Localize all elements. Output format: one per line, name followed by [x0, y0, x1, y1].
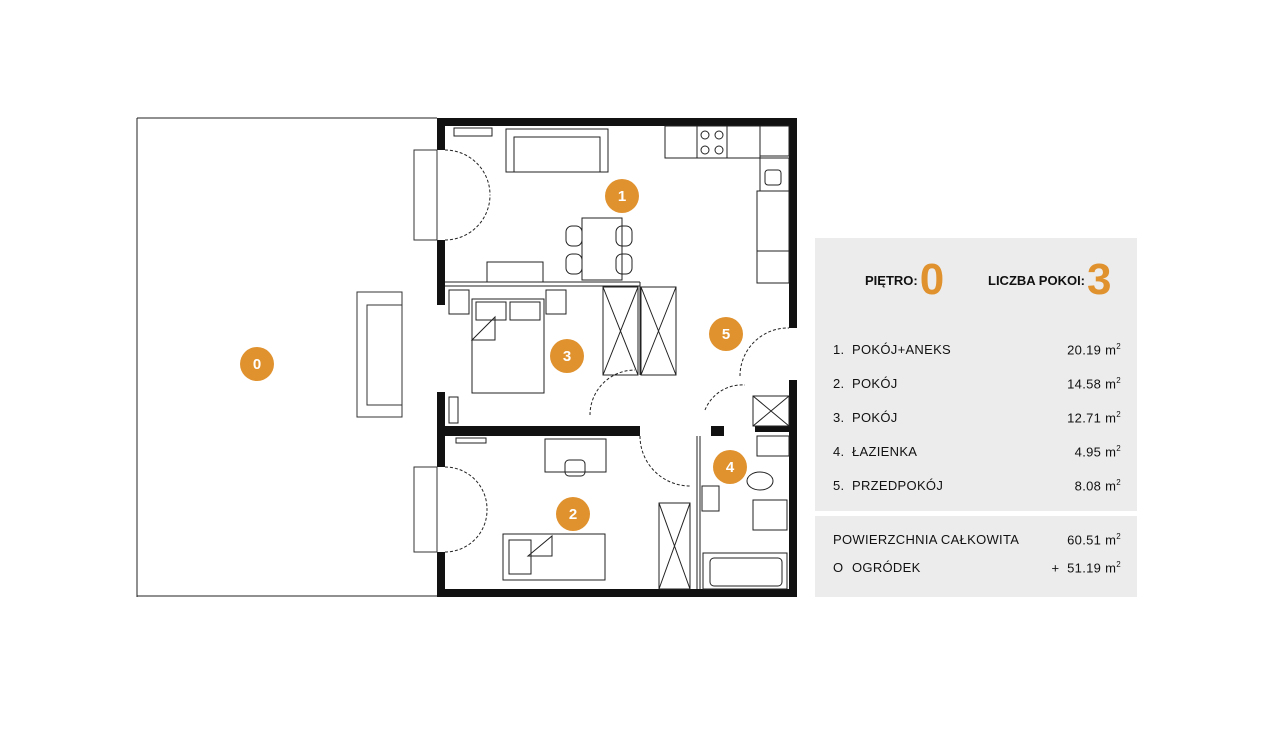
room-marker-2: 2 [556, 497, 590, 531]
room-marker-5: 5 [709, 317, 743, 351]
floor-info: PIĘTRO: 0 [865, 255, 945, 304]
room-marker-1: 1 [605, 179, 639, 213]
room-area: 8.08 m2 [1074, 478, 1121, 494]
room-area: 12.71 m2 [1067, 410, 1121, 426]
garden-outline [136, 117, 437, 597]
svg-text:1: 1 [618, 188, 626, 205]
door-swings [444, 149, 790, 553]
svg-text:3: 3 [563, 348, 571, 365]
svg-text:2: 2 [569, 506, 577, 523]
summary-panel: PIĘTRO: 0 LICZBA POKOI: 3 1.POKÓJ+ANEKS 2… [815, 238, 1137, 511]
room-name: 3.POKÓJ [833, 410, 898, 425]
room-marker-0: 0 [240, 347, 274, 381]
room-area: 20.19 m2 [1067, 342, 1121, 358]
room-area: 4.95 m2 [1074, 444, 1121, 460]
interior-walls [445, 281, 701, 589]
svg-text:4: 4 [726, 459, 735, 476]
window-grids [356, 149, 438, 553]
rooms-count-value: 3 [1087, 255, 1112, 304]
room-row: 4.ŁAZIENKA 4.95 m2 [833, 444, 1121, 459]
room-marker-4: 4 [713, 450, 747, 484]
room-name: 5.PRZEDPOKÓJ [833, 478, 944, 493]
room-row: 5.PRZEDPOKÓJ 8.08 m2 [833, 478, 1121, 493]
total-row: POWIERZCHNIA CAŁKOWITA 60.51 m2 [833, 532, 1121, 547]
svg-text:0: 0 [253, 356, 261, 373]
room-row: 1.POKÓJ+ANEKS 20.19 m2 [833, 342, 1121, 357]
room-name: 1.POKÓJ+ANEKS [833, 342, 952, 357]
floor-value: 0 [919, 255, 945, 304]
total-area: 60.51 m2 [1067, 532, 1121, 548]
floor-label: PIĘTRO: [865, 272, 918, 288]
garden-area: + 51.19 m2 [1051, 560, 1121, 576]
room-row: 3.POKÓJ 12.71 m2 [833, 410, 1121, 425]
furniture [448, 125, 790, 590]
room-marker-3: 3 [550, 339, 584, 373]
room-name: 4.ŁAZIENKA [833, 444, 918, 459]
room-area: 14.58 m2 [1067, 376, 1121, 392]
rooms-count-label: LICZBA POKOI: [988, 272, 1086, 288]
rooms-count-info: LICZBA POKOI: 3 [988, 255, 1112, 304]
svg-text:5: 5 [722, 326, 730, 343]
exterior-walls [437, 118, 797, 597]
total-label: POWIERZCHNIA CAŁKOWITA [833, 532, 1020, 547]
room-name: 2.POKÓJ [833, 376, 898, 391]
room-row: 2.POKÓJ 14.58 m2 [833, 376, 1121, 391]
